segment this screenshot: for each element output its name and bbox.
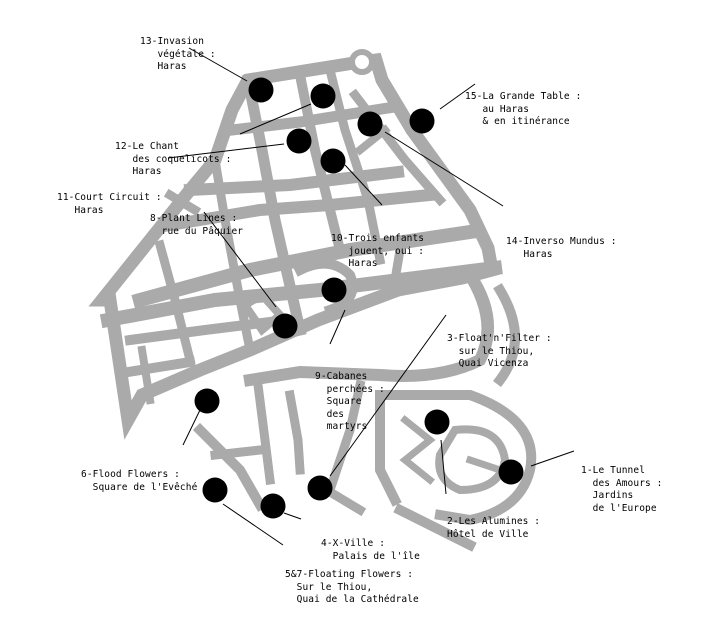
leader-9 xyxy=(329,309,346,345)
leader-10 xyxy=(344,164,383,206)
label-site-8: 8-Plant Lines : rue du Pâquier xyxy=(150,213,244,237)
marker-site-13[interactable] xyxy=(248,77,274,103)
marker-site-4[interactable] xyxy=(260,493,286,519)
label-site-15: 15-La Grande Table : au Haras & en itiné… xyxy=(465,91,582,127)
label-site-13: 13-Invasion végétale : Haras xyxy=(140,36,216,72)
marker-site-6[interactable] xyxy=(194,388,220,414)
marker-site-12[interactable] xyxy=(310,83,336,109)
label-site-14: 14-Inverso Mundus : Haras xyxy=(506,236,617,260)
marker-site-8[interactable] xyxy=(272,313,298,339)
label-site-11: 11-Court Circuit : Haras xyxy=(57,192,162,216)
label-site-57: 5&7-Floating Flowers : Sur le Thiou, Qua… xyxy=(285,569,419,605)
leader-11 xyxy=(167,143,285,159)
marker-site-2[interactable] xyxy=(424,409,450,435)
marker-site-14[interactable] xyxy=(357,111,383,137)
marker-site-9[interactable] xyxy=(321,277,347,303)
city-map xyxy=(88,47,575,552)
label-site-4: 4-X-Ville : Palais de l'île xyxy=(321,538,420,562)
leader-14 xyxy=(384,131,504,207)
leader-lines xyxy=(167,47,575,546)
leader-2 xyxy=(440,439,447,495)
marker-site-5[interactable] xyxy=(202,477,228,503)
marker-site-3[interactable] xyxy=(307,475,333,501)
label-site-12: 12-Le Chant des coquelicots : Haras xyxy=(115,141,232,177)
label-site-1: 1-Le Tunnel des Amours : Jardins de l'Eu… xyxy=(581,465,663,514)
marker-site-11[interactable] xyxy=(286,128,312,154)
label-site-10: 10-Trois enfants jouent, oui : Haras xyxy=(331,233,425,269)
label-site-2: 2-Les Alumines :Hôtel de Ville xyxy=(447,516,541,540)
leader-3 xyxy=(329,314,447,477)
marker-site-15[interactable] xyxy=(409,108,435,134)
label-site-3: 3-Float'n'Filter : sur le Thiou, Quai Vi… xyxy=(447,333,552,369)
leader-8 xyxy=(203,211,277,308)
leader-15 xyxy=(439,83,476,110)
leader-12 xyxy=(239,103,312,135)
leader-57 xyxy=(222,503,284,546)
site-markers xyxy=(194,77,524,519)
leader-4 xyxy=(283,512,302,520)
label-site-9: 9-Cabanes perchées : Square des martyrs xyxy=(315,371,385,432)
leader-6 xyxy=(182,409,201,446)
label-site-6: 6-Flood Flowers : Square de l'Evêché xyxy=(81,469,198,493)
marker-site-1[interactable] xyxy=(498,459,524,485)
marker-site-10[interactable] xyxy=(320,148,346,174)
leader-13 xyxy=(188,47,248,82)
leader-1 xyxy=(530,450,575,467)
